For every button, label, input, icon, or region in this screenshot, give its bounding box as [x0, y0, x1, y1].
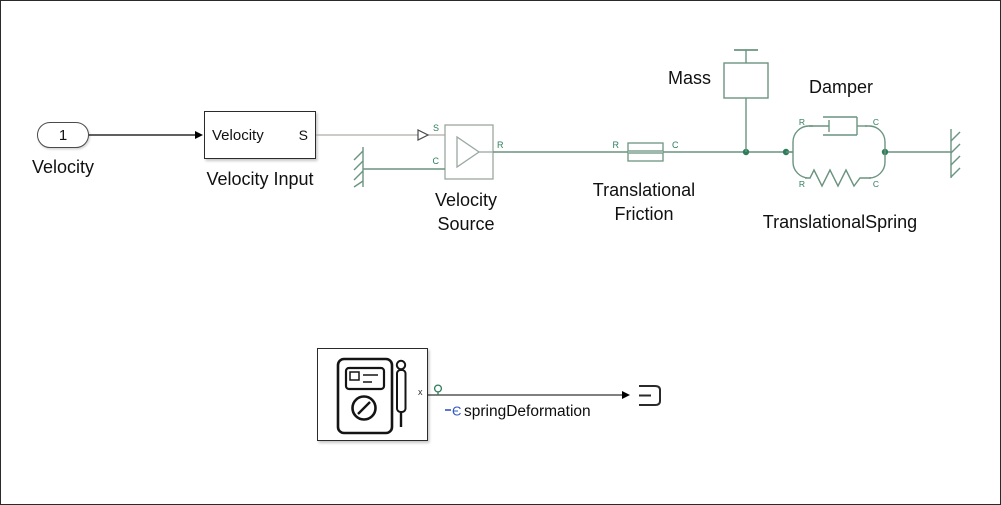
right-reference-block[interactable]: [950, 129, 961, 178]
friction-port-r-label: R: [613, 140, 620, 150]
velocity-source-label: Velocity Source: [434, 190, 498, 234]
velocity-input-block[interactable]: Velocity S: [204, 111, 316, 159]
velocity-input-port-s-label: S: [298, 127, 308, 143]
ps-port-marker-icon: [433, 384, 443, 395]
friction-port-c-label: C: [672, 140, 679, 150]
friction-label: Translational Friction: [592, 180, 696, 224]
inport-signal-wire[interactable]: [89, 131, 203, 139]
spring-port-c-label: C: [873, 179, 879, 189]
damper-spring-parallel[interactable]: R C R C: [786, 116, 886, 189]
mask: [813, 116, 865, 136]
damper-port-c-label: C: [873, 117, 879, 127]
damper-label: Damper: [808, 77, 874, 97]
inport-number: 1: [58, 126, 68, 144]
source-port-r-label: R: [497, 140, 504, 150]
velocity-input-text: Velocity: [212, 126, 264, 144]
branch-point-dot: [742, 148, 750, 156]
arrowhead-icon: [195, 131, 203, 139]
logging-badge-icon: Є: [445, 404, 461, 419]
arrowhead-icon: [622, 391, 630, 399]
sensor-output-wire[interactable]: [428, 391, 630, 399]
source-port-s-label: S: [433, 123, 439, 133]
sensor-port-x-label: x: [418, 387, 423, 397]
mass-label: Mass: [667, 68, 711, 88]
damper-port-r-label: R: [799, 117, 805, 127]
velocity-input-label: Velocity Input: [206, 169, 314, 189]
spring-icon[interactable]: [805, 168, 871, 188]
ps-port-triangle-icon: [417, 129, 430, 141]
sensor-block[interactable]: [317, 348, 428, 441]
spring-label: TranslationalSpring: [762, 212, 918, 232]
branch-point-dot: [782, 148, 790, 156]
ps-signal-wire[interactable]: [316, 129, 445, 141]
velocity-source-block[interactable]: S C R: [433, 123, 505, 180]
branch-point-dot: [881, 148, 889, 156]
friction-block[interactable]: R C: [613, 140, 680, 162]
out-port-block[interactable]: [639, 385, 661, 406]
source-port-c-label: C: [433, 156, 440, 166]
inport-label: Velocity: [31, 157, 95, 177]
mass-block[interactable]: [723, 49, 769, 152]
signal-name-label: springDeformation: [464, 403, 591, 420]
svg-text:Є: Є: [452, 404, 461, 419]
mask: [807, 168, 869, 188]
source-triangle-icon: [456, 135, 481, 169]
inport-block[interactable]: 1: [37, 122, 89, 148]
damper-icon[interactable]: [809, 116, 867, 136]
left-reference-block[interactable]: [353, 147, 445, 188]
spring-port-r-label: R: [799, 179, 805, 189]
